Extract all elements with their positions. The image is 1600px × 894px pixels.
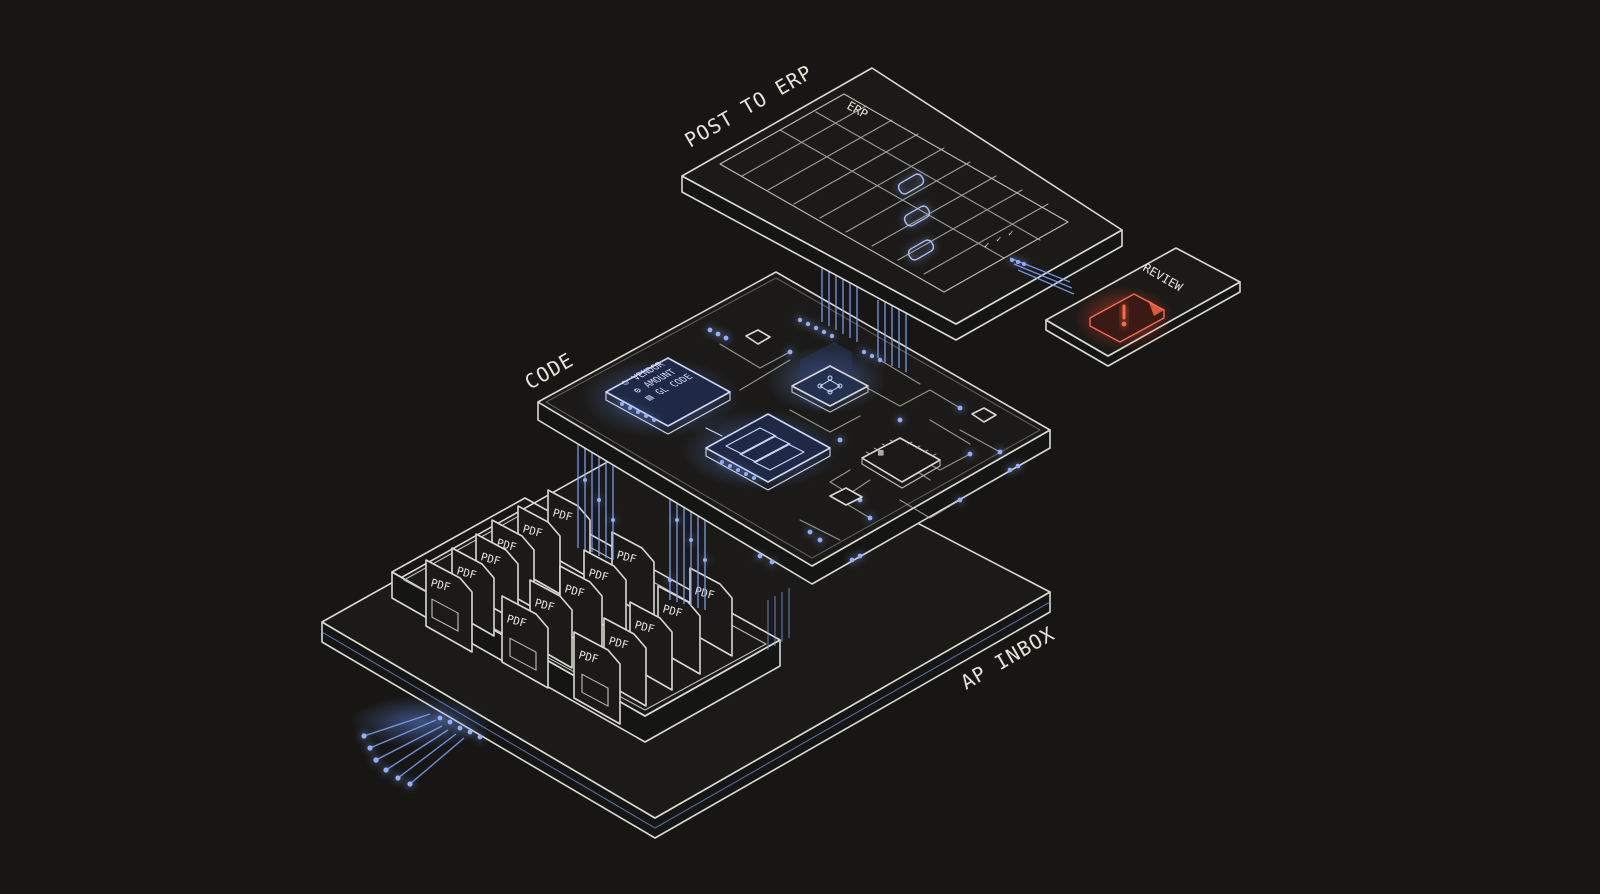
svg-text:PDF: PDF <box>607 634 630 652</box>
erp-to-review-connector <box>1009 257 1075 295</box>
svg-text:PDF: PDF <box>563 582 586 600</box>
coin-icon: ⚙ <box>630 386 646 395</box>
svg-text:PDF: PDF <box>551 506 574 524</box>
form-card <box>680 410 840 491</box>
pdf-document: PDF <box>425 559 473 653</box>
circuit-nodes <box>707 327 1021 565</box>
svg-text:PDF: PDF <box>661 602 684 620</box>
svg-text:PDF: PDF <box>429 576 452 594</box>
svg-text:✓: ✓ <box>996 235 1001 245</box>
svg-text:PDF: PDF <box>587 566 610 584</box>
svg-text:PDF: PDF <box>577 648 600 666</box>
svg-text:PDF: PDF <box>505 612 528 630</box>
alert-icon <box>1121 304 1127 327</box>
code-to-erp-connectors <box>797 264 907 372</box>
arrow-connector <box>705 427 723 437</box>
alert-box <box>1089 293 1165 343</box>
pdf-document: PDF <box>501 595 549 689</box>
svg-text:✓: ✓ <box>984 241 989 251</box>
processor-chip: ▦ <box>861 437 941 489</box>
workflow-engine-chip <box>766 342 886 414</box>
code-field-card: ☺ VENDOR ⚙ AMOUNT ▤ GL CODE <box>580 357 740 438</box>
erp-table: ✓✓✓ ERP <box>719 93 1069 293</box>
workflow-icon <box>817 375 843 395</box>
svg-text:PDF: PDF <box>479 550 502 568</box>
component-chip <box>829 487 863 506</box>
code-layer: ▦ ☺ VENDOR ⚙ AMOUNT ▤ GL CODE <box>521 271 1051 585</box>
svg-text:PDF: PDF <box>521 522 544 540</box>
svg-text:PDF: PDF <box>533 596 556 614</box>
pdf-document: PDF <box>573 631 621 725</box>
inbox-to-code-connectors <box>577 430 790 650</box>
user-icon: ☺ <box>619 379 634 388</box>
svg-text:PDF: PDF <box>455 564 478 582</box>
inbound-data-traces <box>350 696 490 787</box>
pdf-stack: PDF PDF PDF PDF PDF PDF <box>425 489 733 725</box>
chip-icon: ▦ <box>878 448 884 458</box>
ledger-icon: ▤ <box>642 394 657 403</box>
component-chip <box>971 407 997 423</box>
svg-text:PDF: PDF <box>615 548 638 566</box>
svg-text:✓: ✓ <box>1008 229 1013 239</box>
component-chip <box>745 329 771 345</box>
document-tray-rim <box>391 497 781 717</box>
svg-text:PDF: PDF <box>633 618 656 636</box>
review-card: REVIEW <box>1045 247 1241 367</box>
